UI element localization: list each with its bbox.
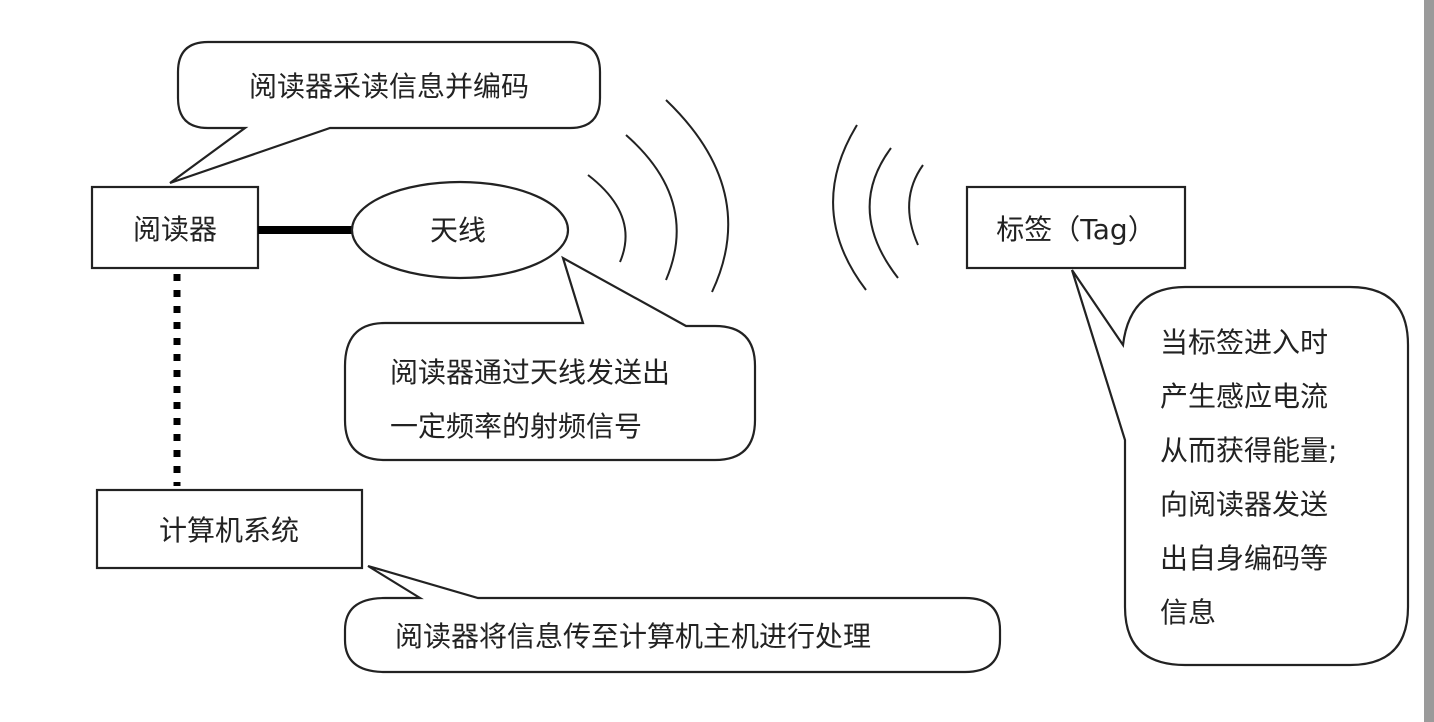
computer-label: 计算机系统 (159, 514, 299, 547)
reader-signal-waves-icon (587, 99, 730, 293)
reader-label: 阅读器 (133, 213, 217, 246)
tag-callout-line-1: 当标签进入时 (1160, 326, 1328, 359)
antenna-callout-line-1: 阅读器通过天线发送出 (390, 356, 670, 389)
tag-callout-line-3: 从而获得能量; (1160, 434, 1337, 467)
computer-callout-text: 阅读器将信息传至计算机主机进行处理 (395, 620, 871, 653)
reader-callout-text: 阅读器采读信息并编码 (249, 70, 529, 103)
antenna-ellipse (350, 180, 570, 280)
tag-callout-line-5: 出自身编码等 (1160, 542, 1328, 575)
tag-box (965, 185, 1187, 270)
reader-callout-bubble (169, 40, 602, 185)
antenna-label: 天线 (430, 214, 486, 247)
tag-callout-line-2: 产生感应电流 (1160, 380, 1328, 413)
right-edge-border (1424, 0, 1434, 722)
antenna-callout-bubble (343, 255, 757, 462)
tag-callout-line-6: 信息 (1160, 596, 1216, 629)
tag-callout-bubble (1070, 269, 1410, 667)
tag-callout-line-4: 向阅读器发送 (1160, 488, 1328, 521)
antenna-callout-line-2: 一定频率的射频信号 (390, 410, 642, 443)
computer-callout-bubble (343, 564, 1002, 674)
reader-box (90, 185, 260, 270)
tag-label: 标签（Tag） (996, 213, 1155, 246)
computer-box (95, 488, 364, 570)
tag-signal-waves-icon (832, 124, 924, 291)
